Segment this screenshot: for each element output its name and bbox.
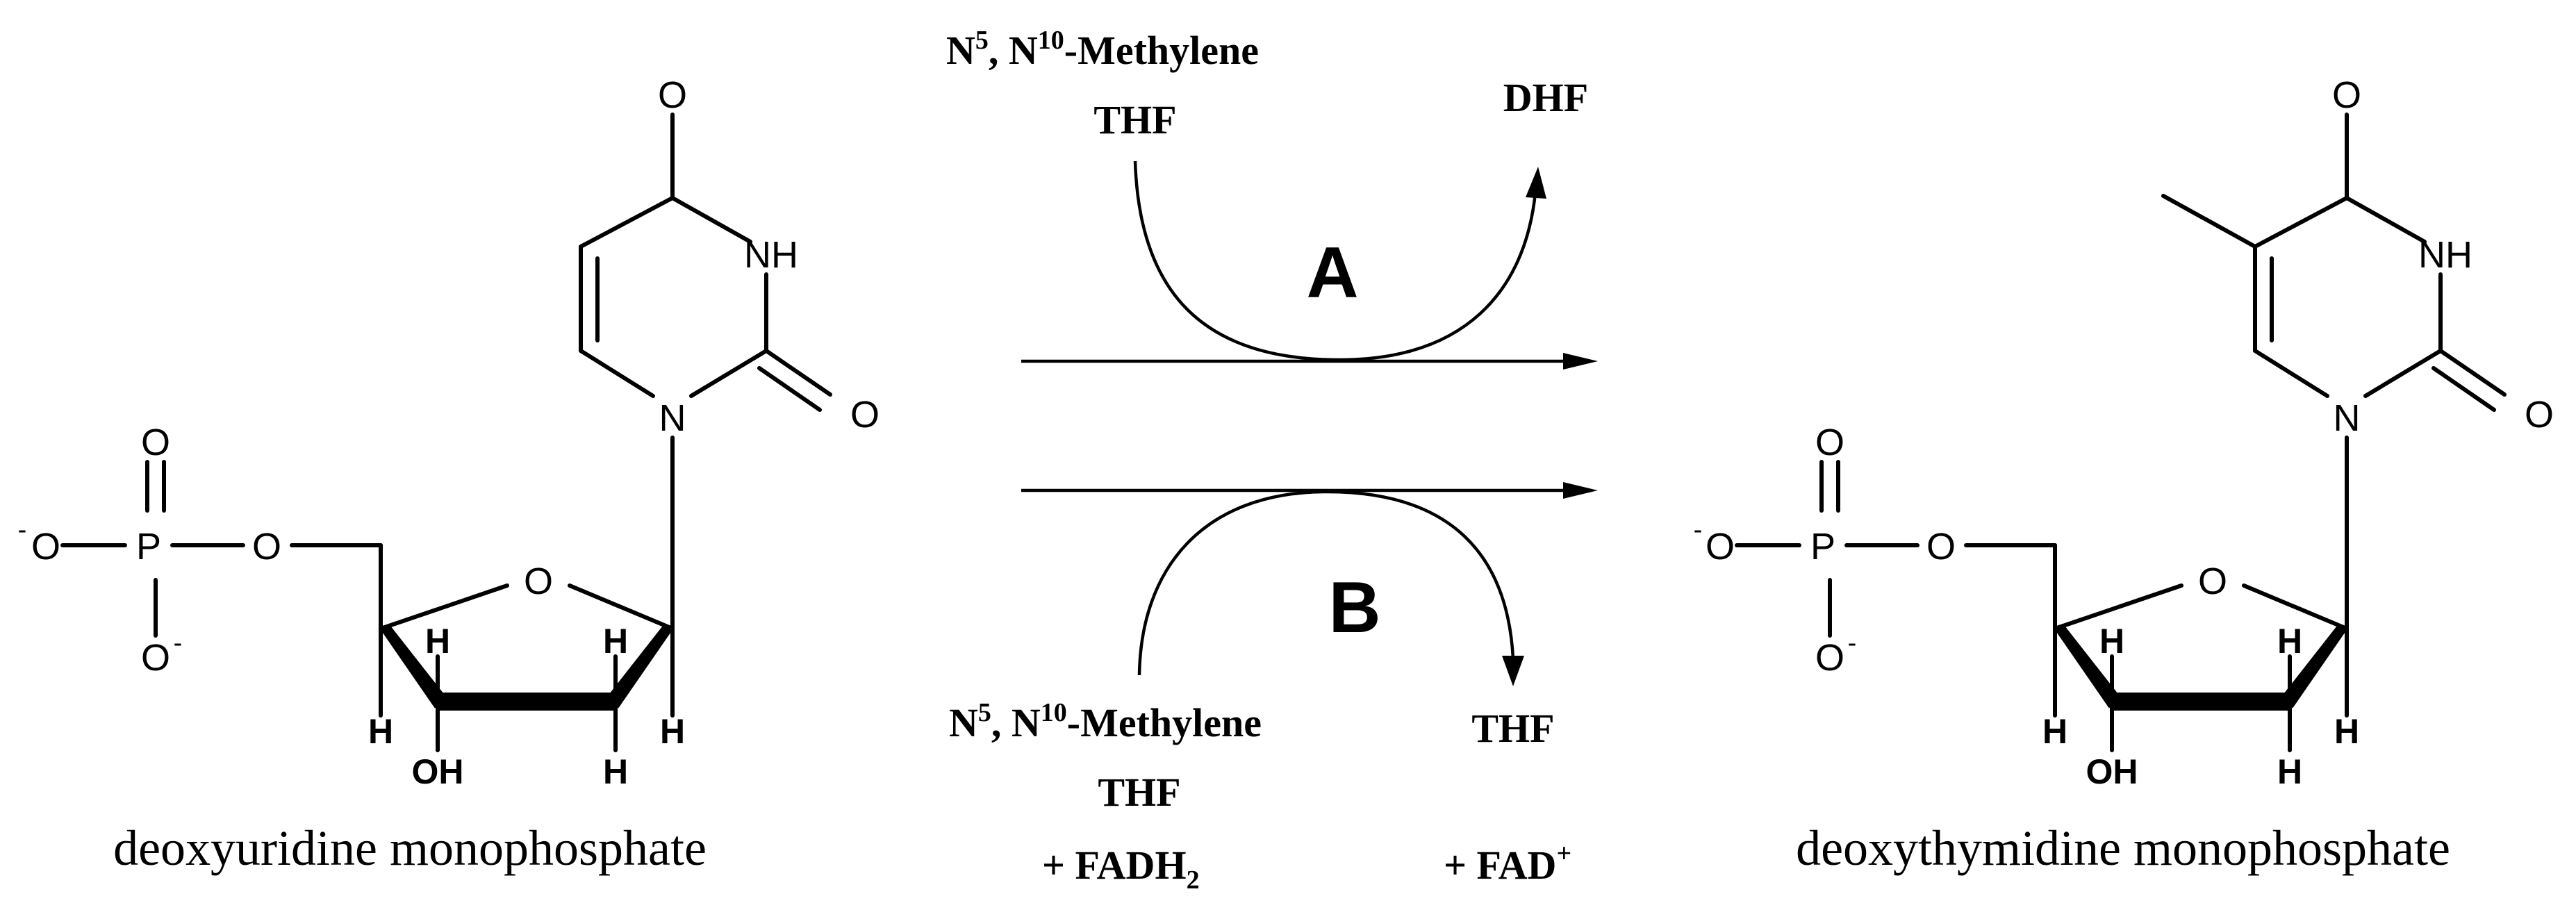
bond-c2-o-double xyxy=(2431,366,2496,412)
atom-phosphate-o-top: O xyxy=(141,422,170,463)
atom-ring-o: O xyxy=(2198,561,2227,602)
atom-nh: NH xyxy=(744,234,798,276)
atom-phosphate-o-minus-left: O xyxy=(31,526,60,568)
bold-bond-c3-c2 xyxy=(437,693,616,711)
product-b-fad: + FAD+ xyxy=(1444,839,1571,888)
atom-h-c3-up: H xyxy=(425,622,450,661)
reagent-a-line1: N5, N10-Methylene xyxy=(946,26,1259,73)
molecule-deoxyuridine-monophosphate: O NH O N O O - P O O - O H H H H OH H de… xyxy=(18,74,880,876)
atom-h-c4-down: H xyxy=(368,712,393,751)
bond-c4prime-o4prime xyxy=(379,583,509,631)
reagent-b-thf: THF xyxy=(1098,770,1180,815)
atom-phosphate-p: P xyxy=(136,526,161,568)
molecule-deoxythymidine-monophosphate: O NH O N O O - P O O - O H H H H OH H de… xyxy=(1694,74,2554,876)
bold-bond-c3-c2 xyxy=(2111,693,2290,711)
bond-c2-o-double xyxy=(757,366,822,412)
atom-h-c2-down: H xyxy=(2277,752,2302,791)
caption-deoxyuridine: deoxyuridine monophosphate xyxy=(113,820,707,876)
atom-oh: OH xyxy=(2086,752,2138,791)
arrowhead-pathway-a xyxy=(1563,353,1598,370)
reagents-pathway-b: N5, N10-Methylene THF + FADH2 THF + FAD+ xyxy=(949,698,1571,895)
bond-c4-n3 xyxy=(670,196,752,244)
charge-minus-bottom: - xyxy=(174,629,183,658)
reagents-pathway-a: N5, N10-Methylene THF DHF xyxy=(946,26,1588,142)
atom-h-c1-down: H xyxy=(660,712,685,751)
bond-methyl xyxy=(2161,194,2257,249)
arrowhead-pathway-b xyxy=(1563,482,1598,499)
reagent-b-fadh2: + FADH2 xyxy=(1042,843,1200,895)
atom-phosphate-o-bridge: O xyxy=(1926,526,1956,568)
bond-c2-o xyxy=(2438,349,2507,397)
bond-n1-c6 xyxy=(2253,349,2329,398)
bond-c2-n1 xyxy=(689,349,768,398)
atom-h-c3-up: H xyxy=(2099,622,2124,661)
atom-o-carbonyl-top: O xyxy=(658,74,687,116)
atom-o-carbonyl-right: O xyxy=(2525,394,2554,436)
atom-n1: N xyxy=(2334,397,2361,439)
atom-phosphate-o-minus-bottom: O xyxy=(141,637,170,679)
caption-deoxythymidine: deoxythymidine monophosphate xyxy=(1796,820,2450,876)
reaction-arrows: A B xyxy=(1021,160,1598,686)
bond-o4prime-c1prime xyxy=(568,583,675,631)
product-b-thf: THF xyxy=(1471,706,1554,751)
atom-phosphate-o-bridge: O xyxy=(252,526,281,568)
bond-o4prime-c1prime xyxy=(2242,583,2349,631)
bond-c2-n1 xyxy=(2363,349,2443,398)
atom-phosphate-p: P xyxy=(1810,526,1835,568)
atom-phosphate-o-minus-left: O xyxy=(1706,526,1735,568)
atom-h-c4-down: H xyxy=(2042,712,2067,751)
atom-nh: NH xyxy=(2418,234,2472,276)
curved-arrow-b xyxy=(1137,490,1515,676)
atom-o-carbonyl-right: O xyxy=(850,394,880,436)
charge-minus-bottom: - xyxy=(1848,629,1857,658)
product-a-dhf: DHF xyxy=(1503,75,1588,120)
atom-oh: OH xyxy=(412,752,464,791)
arrowhead-curved-a xyxy=(1526,167,1546,199)
charge-minus-left: - xyxy=(18,515,27,545)
arrowhead-curved-b xyxy=(1502,656,1524,686)
bond-c4prime-o4prime xyxy=(2053,583,2183,631)
atom-phosphate-o-minus-bottom: O xyxy=(1815,637,1844,679)
reagent-b-line1: N5, N10-Methylene xyxy=(949,698,1262,745)
bond-c2-o xyxy=(764,349,832,397)
bond-c5-c4 xyxy=(2253,196,2349,249)
curved-arrow-a xyxy=(1133,160,1537,362)
pathway-label-a: A xyxy=(1306,233,1358,313)
atom-h-c1-down: H xyxy=(2334,712,2359,751)
atom-h-c2-up: H xyxy=(603,622,628,661)
reagent-a-thf: THF xyxy=(1093,97,1176,142)
bond-c6-c5 xyxy=(579,196,675,249)
bond-c4-n3 xyxy=(2345,196,2427,244)
atom-h-c2-down: H xyxy=(603,752,628,791)
atom-o-carbonyl-top: O xyxy=(2332,74,2361,116)
atom-phosphate-o-top: O xyxy=(1815,422,1844,463)
atom-ring-o: O xyxy=(524,561,553,602)
atom-n1: N xyxy=(659,397,686,439)
bond-n1-c6 xyxy=(579,349,655,398)
pathway-label-b: B xyxy=(1328,568,1380,648)
atom-h-c2-up: H xyxy=(2277,622,2302,661)
charge-minus-left: - xyxy=(1694,515,1703,545)
